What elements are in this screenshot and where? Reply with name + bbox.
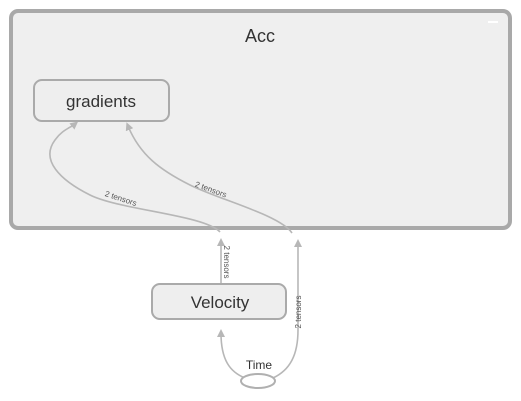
cluster-acc[interactable]: Acc — [9, 9, 512, 230]
edge-label: 2 tensors — [294, 296, 303, 329]
collapse-icon[interactable] — [488, 21, 498, 23]
node-gradients-label: gradients — [66, 92, 136, 111]
node-velocity-label: Velocity — [191, 293, 250, 312]
cluster-acc-box[interactable] — [9, 9, 512, 230]
node-velocity[interactable]: Velocity — [151, 283, 287, 320]
node-time-ellipse[interactable] — [240, 373, 276, 389]
node-gradients[interactable]: gradients — [33, 79, 170, 122]
edge-label: 2 tensors — [222, 246, 231, 279]
node-time[interactable]: Time — [240, 358, 276, 389]
edge-acc-to-gradients-left[interactable] — [49, 121, 221, 233]
edge-time-to-velocity[interactable] — [217, 329, 246, 379]
node-gradients-box[interactable] — [33, 79, 170, 122]
edges — [49, 121, 302, 379]
node-time-label: Time — [246, 358, 273, 372]
cluster-acc-label: Acc — [245, 26, 275, 46]
node-velocity-box[interactable] — [151, 283, 287, 320]
edge-acc-to-gradients-right[interactable] — [125, 122, 293, 234]
edge-time-to-acc[interactable] — [272, 239, 302, 379]
